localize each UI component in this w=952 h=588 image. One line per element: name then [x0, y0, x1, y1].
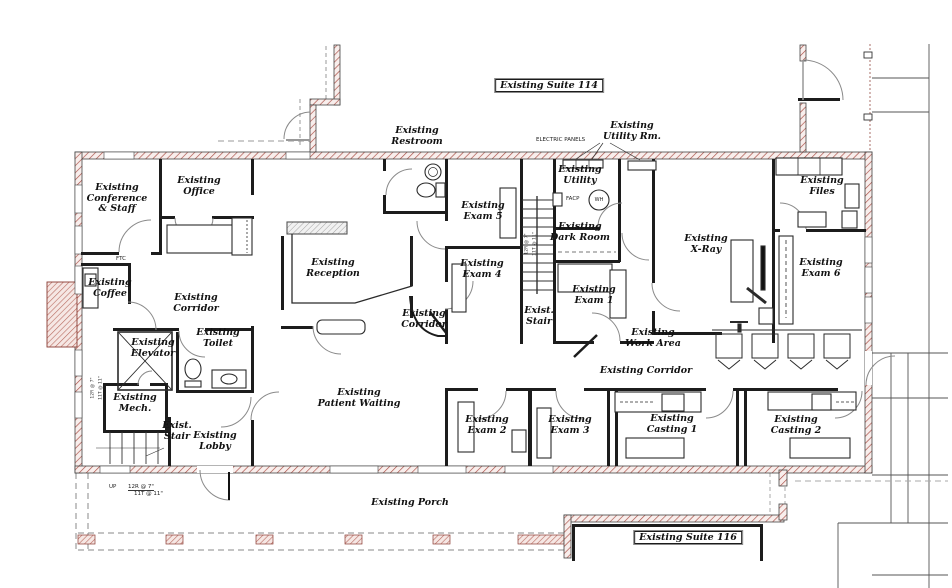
- casting2-table: [789, 437, 851, 459]
- files-counter: [775, 157, 843, 176]
- door-leaves: [228, 60, 804, 500]
- room-label-office: Existing Office: [177, 175, 221, 197]
- water-heater-note: WH: [594, 197, 604, 203]
- room-label-restroom: Existing Restroom: [391, 125, 443, 147]
- room-label-elevator: Existing Elevator: [130, 337, 176, 359]
- restroom-toilet-icon: [416, 182, 436, 198]
- room-label-stair-west: Exist. Stair: [162, 420, 192, 442]
- diagonal-walls: [409, 295, 598, 358]
- porch-stair-riser-note: 12R @ 7": [128, 484, 154, 491]
- leader-lines: [575, 142, 641, 161]
- west-stair: [96, 432, 165, 464]
- toilet-icon: [184, 358, 202, 380]
- waiting-counter: [316, 319, 366, 335]
- room-label-coffee: Existing Coffee: [88, 277, 132, 299]
- toilet-sink-icon: [220, 373, 238, 385]
- room-label-utility: Existing Utility: [558, 164, 602, 186]
- room-label-exam-3: Existing Exam 3: [548, 414, 592, 436]
- room-label-exam-6: Existing Exam 6: [799, 257, 843, 279]
- west-stair-tread-note: 11T @ 11": [98, 376, 104, 400]
- reception-desk: [291, 234, 413, 304]
- room-label-exam-4: Existing Exam 4: [460, 258, 504, 280]
- furniture: [82, 157, 860, 459]
- exam5-table: [499, 187, 517, 239]
- room-label-exam-1: Existing Exam 1: [572, 284, 616, 306]
- room-label-corridor-west: Existing Corridor: [173, 292, 219, 314]
- porch-piers: [77, 534, 565, 545]
- water-heater-icon: [588, 189, 610, 211]
- site-lines-east: [837, 44, 948, 588]
- room-label-corridor-main: Existing Corridor: [599, 365, 693, 376]
- room-label-work-area: Existing Work Area: [625, 327, 681, 349]
- room-label-mech: Existing Mech.: [113, 392, 157, 414]
- room-label-conference-staff: Existing Conference & Staff: [86, 182, 148, 215]
- reception-counter: [286, 221, 348, 235]
- center-stair-riser-note: 12R @ 7": [524, 233, 530, 255]
- room-label-lobby: Existing Lobby: [193, 430, 237, 452]
- dashed-grid-lines: [218, 46, 948, 517]
- electric-panel: [627, 160, 657, 171]
- office-desk: [231, 217, 253, 256]
- facp-note: FACP: [566, 196, 580, 202]
- xray-tube-stand: [760, 245, 766, 291]
- chimney: [46, 281, 78, 348]
- casting1-table: [625, 437, 685, 459]
- electric-panels-note: ELECTRIC PANELS: [536, 137, 586, 143]
- exam6-table: [778, 235, 794, 325]
- room-label-casting-2: Existing Casting 2: [770, 414, 822, 436]
- exam1-table: [609, 269, 627, 319]
- room-label-corridor-reception: Existing Corridor: [401, 308, 447, 330]
- porch-stair-tread-note: 11T @ 11": [134, 491, 163, 497]
- facp-box: [552, 192, 563, 207]
- xray-table: [730, 239, 754, 303]
- center-stair-tread-note: 11T @ 11": [532, 232, 538, 256]
- porch-edge: [75, 473, 565, 551]
- room-label-reception: Existing Reception: [306, 257, 360, 279]
- suite-114-label: Existing Suite 114: [494, 78, 604, 93]
- porch-stair-up-note: UP: [109, 484, 117, 490]
- center-stair: [522, 196, 553, 294]
- room-label-patient-waiting: Existing Patient Waiting: [317, 387, 401, 409]
- suite-116-label: Existing Suite 116: [633, 530, 743, 545]
- room-label-stair-center: Exist. Stair: [524, 305, 554, 327]
- room-label-dark-room: Existing Dark Room: [550, 221, 610, 243]
- room-label-files: Existing Files: [800, 175, 844, 197]
- room-label-x-ray: Existing X-Ray: [684, 233, 728, 255]
- exam3-table: [536, 407, 552, 459]
- files-shelf: [797, 211, 827, 228]
- room-label-casting-1: Existing Casting 1: [646, 413, 698, 435]
- exam2-table: [457, 401, 475, 453]
- west-stair-riser-note: 12R @ 7": [90, 377, 96, 399]
- ftc-note: FTC: [116, 256, 126, 262]
- exam4-table: [451, 263, 467, 313]
- elevator-cab: [117, 331, 173, 391]
- room-label-utility-rm: Existing Utility Rm.: [603, 120, 661, 142]
- room-label-exam-5: Existing Exam 5: [461, 200, 505, 222]
- room-label-exam-2: Existing Exam 2: [465, 414, 509, 436]
- room-label-toilet: Existing Toilet: [196, 327, 240, 349]
- room-label-porch: Existing Porch: [371, 497, 449, 508]
- windows: [74, 151, 873, 474]
- electric-panel: [562, 159, 604, 169]
- work-area-chairs: [712, 329, 862, 370]
